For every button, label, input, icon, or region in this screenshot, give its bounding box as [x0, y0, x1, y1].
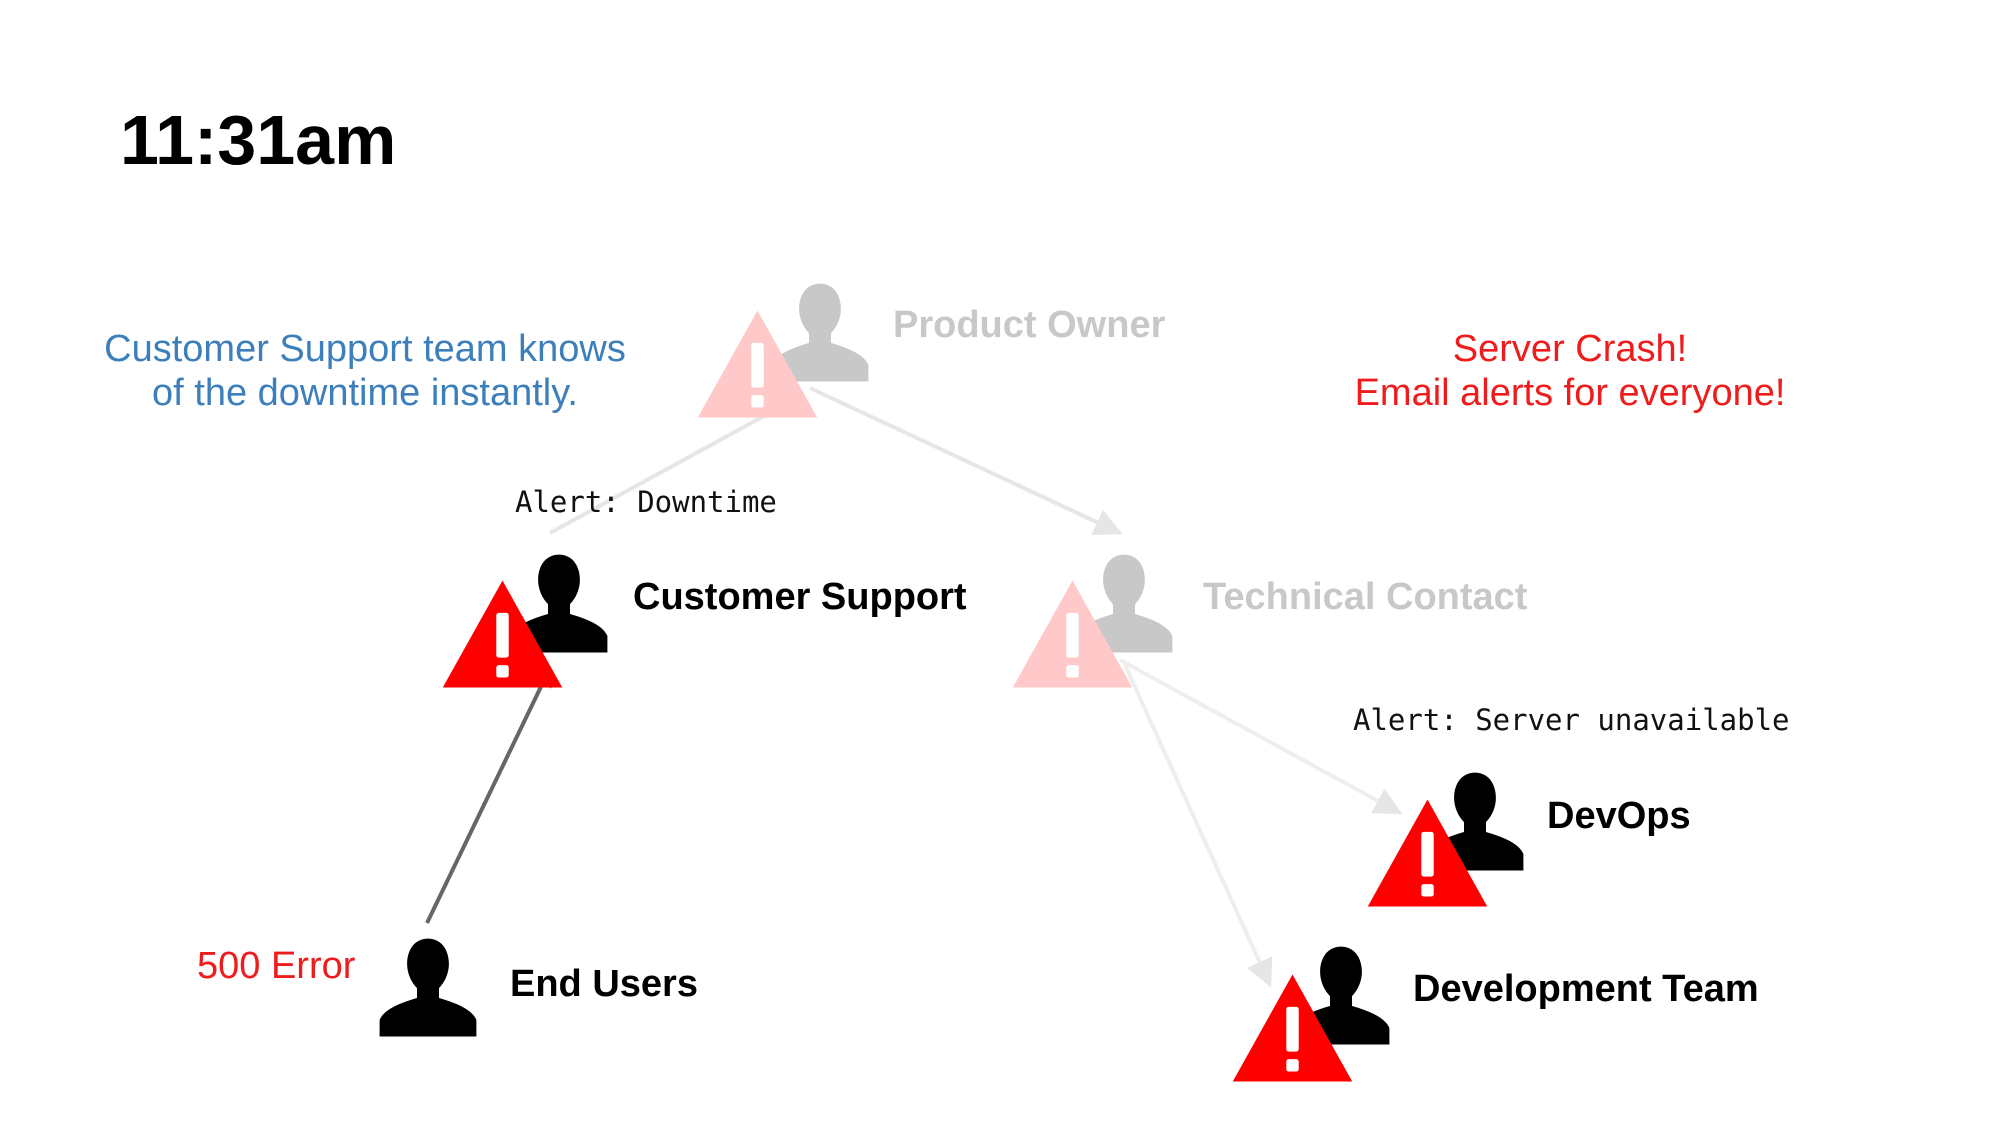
link-end-users-to-customer-support: [425, 666, 552, 924]
customer-support-person-icon: [510, 554, 608, 653]
product-owner-person-icon: [771, 283, 869, 382]
end-users-label: End Users: [510, 963, 698, 1005]
customer-support-label: Customer Support: [633, 576, 967, 618]
product-owner-label: Product Owner: [893, 304, 1166, 346]
technical-contact-person-icon: [1075, 554, 1173, 653]
support-knows-note-line-1: Customer Support team knows: [104, 328, 626, 370]
time-heading: 11:31am: [120, 101, 397, 179]
product-owner-warning-icon: [697, 310, 818, 418]
customer-support-warning-icon: [442, 580, 563, 688]
devops-label: DevOps: [1547, 795, 1691, 837]
server-crash-note: Server Crash! Email alerts for everyone!: [1290, 328, 1850, 415]
development-team-warning-icon: [1232, 974, 1353, 1082]
end-users-person-icon: [379, 938, 477, 1037]
link-technical-contact-to-development-team: [1123, 664, 1273, 988]
link-technical-contact-to-devops: [1119, 658, 1403, 815]
technical-contact-warning-icon: [1012, 580, 1133, 688]
server-crash-note-line-2: Email alerts for everyone!: [1354, 371, 1786, 414]
link-product-owner-to-technical-contact: [809, 386, 1123, 536]
alert-server-label: Alert: Server unavailable: [1353, 703, 1790, 737]
devops-warning-icon: [1367, 799, 1488, 907]
error-500-label: 500 Error: [197, 945, 356, 987]
alert-downtime-label: Alert: Downtime: [515, 485, 777, 519]
support-knows-note: Customer Support team knows of the downt…: [90, 328, 640, 415]
technical-contact-label: Technical Contact: [1203, 576, 1528, 618]
development-team-label: Development Team: [1413, 968, 1759, 1010]
link-product-owner-to-customer-support: [549, 408, 776, 535]
server-crash-note-line-1: Server Crash!: [1452, 328, 1688, 370]
support-knows-note-line-2: of the downtime instantly.: [152, 371, 578, 414]
